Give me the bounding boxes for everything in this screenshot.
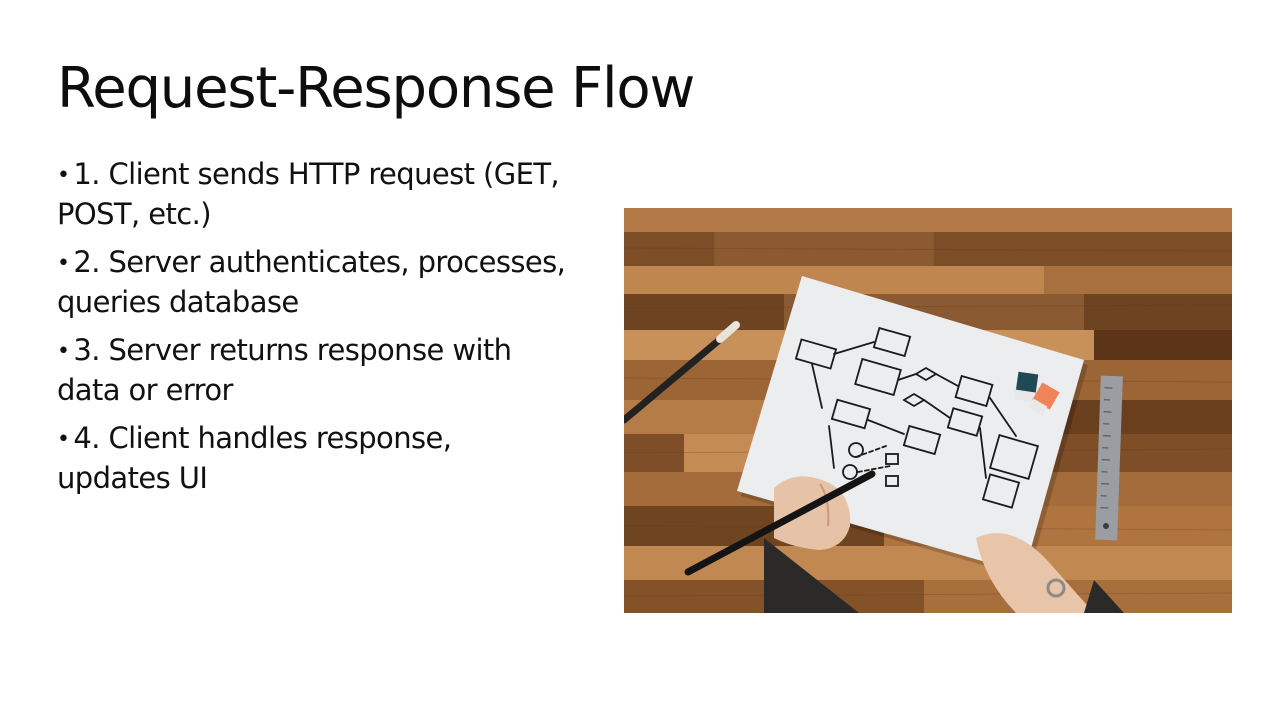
bullet-dot-icon: • xyxy=(57,427,70,452)
bullet-item-4: •4. Client handles response, updates UI xyxy=(57,419,567,497)
bullet-text-2: 2. Server authenticates, processes, quer… xyxy=(57,245,566,319)
bullet-text-4: 4. Client handles response, updates UI xyxy=(57,421,452,495)
bullet-dot-icon: • xyxy=(57,251,70,276)
slide-title: Request-Response Flow xyxy=(57,56,695,121)
ruler xyxy=(1095,375,1123,541)
pencil xyxy=(624,321,740,424)
bullet-dot-icon: • xyxy=(57,163,70,188)
bullet-item-2: •2. Server authenticates, processes, que… xyxy=(57,243,567,321)
flowchart-sketch xyxy=(794,326,1040,509)
bullet-text-1: 1. Client sends HTTP request (GET, POST,… xyxy=(57,157,560,231)
hand-right xyxy=(976,533,1124,613)
bullet-item-1: •1. Client sends HTTP request (GET, POST… xyxy=(57,155,567,233)
bullet-dot-icon: • xyxy=(57,339,70,364)
sticky-notes xyxy=(1014,371,1060,416)
bullet-text-3: 3. Server returns response with data or … xyxy=(57,333,512,407)
flowchart-photo xyxy=(624,208,1232,613)
hand-with-pen xyxy=(684,470,876,613)
bullet-list: •1. Client sends HTTP request (GET, POST… xyxy=(57,155,567,507)
flowchart-sketch-photo-icon xyxy=(624,208,1232,613)
bullet-item-3: •3. Server returns response with data or… xyxy=(57,331,567,409)
